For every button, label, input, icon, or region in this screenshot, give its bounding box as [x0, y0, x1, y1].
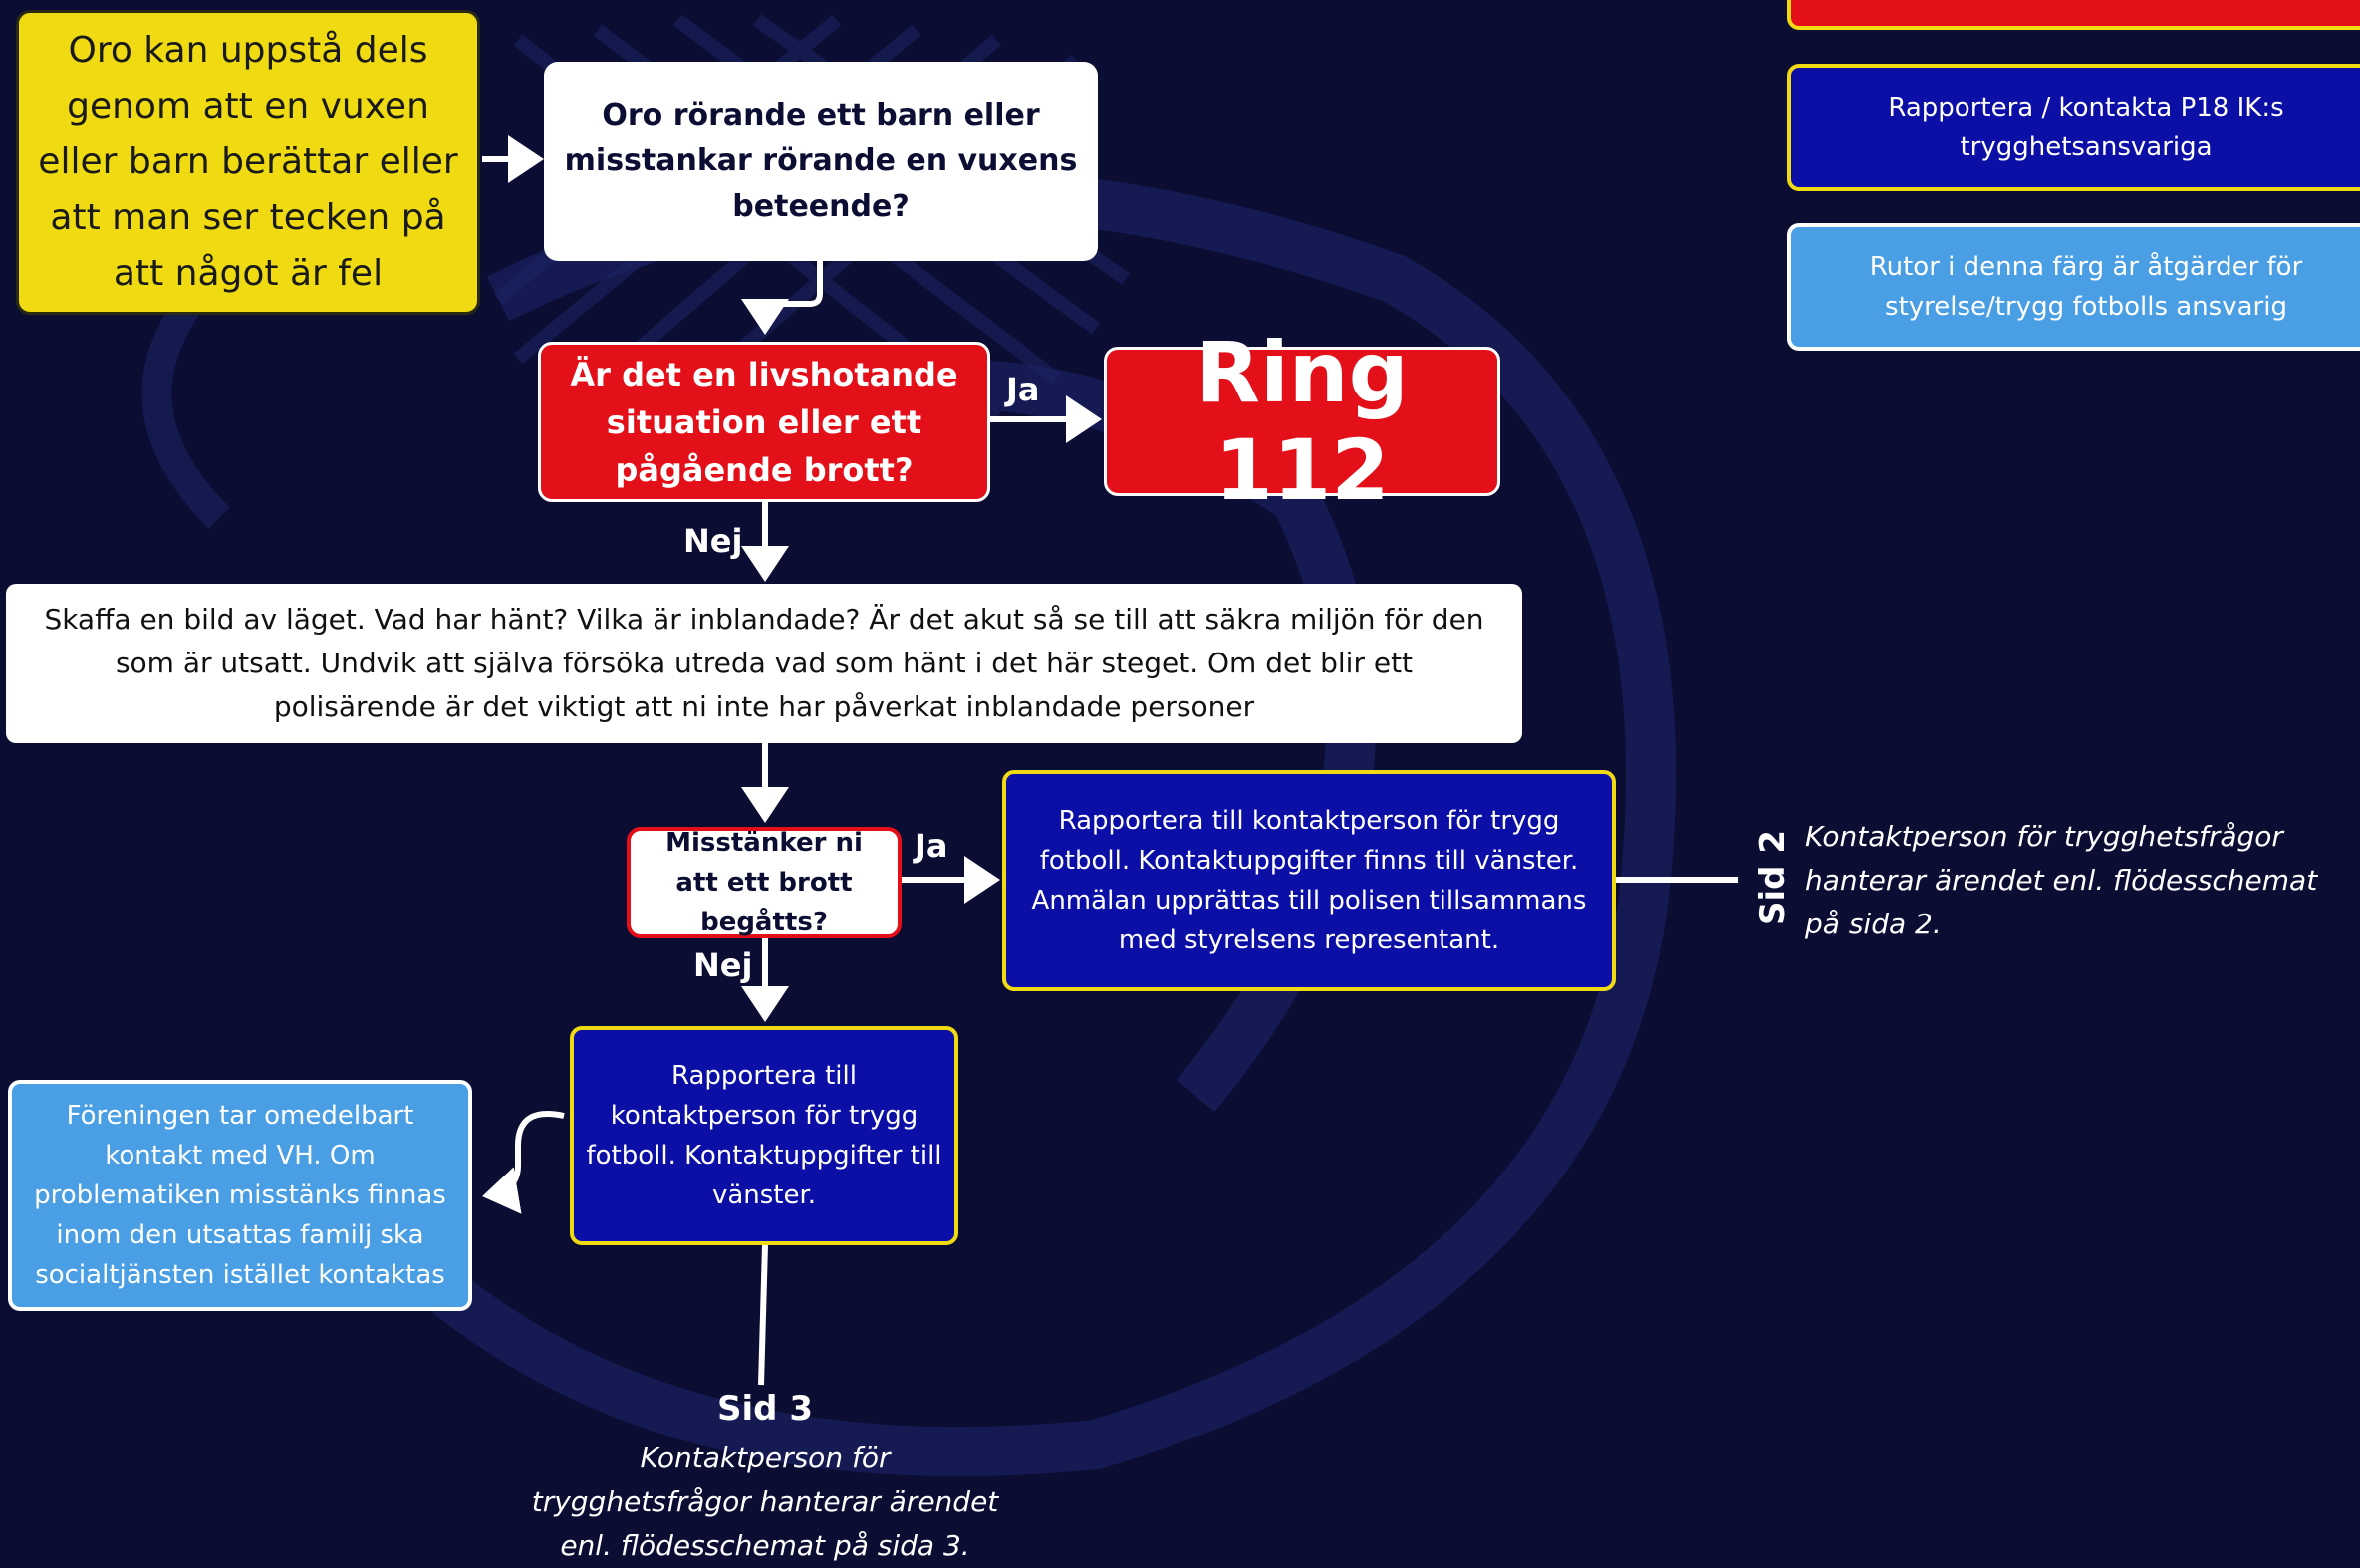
question-crime-box: Misstänker ni att ett brott begåtts? [627, 827, 902, 938]
page-2-note: Kontaktperson för trygghetsfrågor hanter… [1805, 820, 2318, 940]
label-ja-2: Ja [915, 827, 948, 865]
legend-blue-text: Rapportera / kontakta P18 IK:s trygghets… [1888, 93, 2284, 162]
legend-light-text: Rutor i denna färg är åtgärder för styre… [1869, 252, 2303, 322]
report-contact-box: Rapportera till kontaktperson för trygg … [570, 1026, 958, 1245]
page-2-label: Sid 2 [1753, 830, 1793, 925]
assess-situation-text: Skaffa en bild av läget. Vad har hänt? V… [44, 603, 1484, 723]
board-action-text: Föreningen tar omedelbart kontakt med VH… [34, 1101, 446, 1290]
label-ja-1: Ja [1006, 371, 1040, 408]
label-nej-1: Nej [683, 522, 743, 560]
report-crime-box: Rapportera till kontaktperson för trygg … [1002, 770, 1616, 991]
question-concern-box: Oro rörande ett barn eller misstankar rö… [544, 62, 1098, 261]
question-crime-text: Misstänker ni att ett brott begåtts? [665, 828, 863, 937]
report-crime-text: Rapportera till kontaktperson för trygg … [1031, 806, 1587, 955]
label-nej-2: Nej [693, 946, 753, 984]
question-life-threatening-box: Är det en livshotande situation eller et… [538, 342, 990, 502]
legend-light-box: Rutor i denna färg är åtgärder för styre… [1787, 223, 2360, 351]
report-contact-text: Rapportera till kontaktperson för trygg … [586, 1061, 942, 1210]
legend-blue-box: Rapportera / kontakta P18 IK:s trygghets… [1787, 64, 2360, 191]
start-box: Oro kan uppstå dels genom att en vuxen e… [16, 10, 480, 315]
question-concern-text: Oro rörande ett barn eller misstankar rö… [564, 98, 1078, 224]
ring-112-box: Ring 112 [1104, 324, 1500, 519]
ring-112-text: Ring 112 [1195, 324, 1409, 519]
legend-red-box [1787, 0, 2360, 30]
question-life-threatening-text: Är det en livshotande situation eller et… [570, 355, 958, 489]
page-3-label: Sid 3 [717, 1389, 813, 1429]
board-action-box: Föreningen tar omedelbart kontakt med VH… [8, 1080, 472, 1311]
start-text: Oro kan uppstå dels genom att en vuxen e… [38, 30, 458, 294]
page-3-note: Kontaktperson för trygghetsfrågor hanter… [531, 1441, 999, 1562]
assess-situation-box: Skaffa en bild av läget. Vad har hänt? V… [6, 584, 1522, 743]
